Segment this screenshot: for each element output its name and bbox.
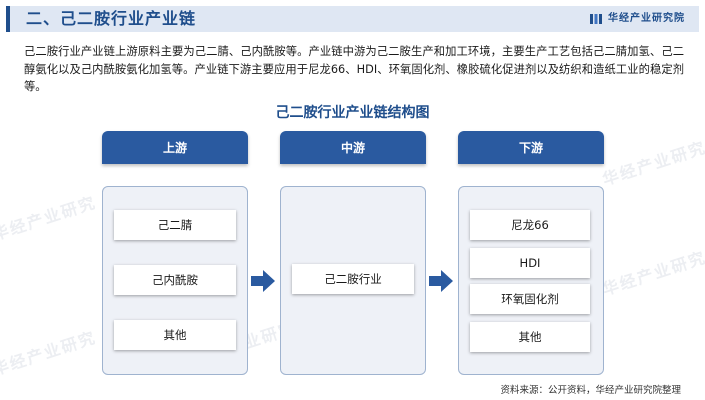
upstream-item: 其他 — [114, 320, 236, 350]
upstream-item: 己二腈 — [114, 210, 236, 240]
watermark: 华经产业研究 — [0, 192, 99, 245]
brand: 华经产业研究院 — [590, 12, 685, 26]
huajing-logo-icon — [590, 14, 602, 24]
intro-paragraph: 己二胺行业产业链上游原料主要为己二腈、己内酰胺等。产业链中游为己二胺生产和加工环… — [24, 45, 684, 93]
downstream-item: 环氧固化剂 — [470, 284, 590, 314]
arrow-right-icon — [429, 270, 453, 292]
arrow-right-icon — [251, 270, 275, 292]
source-note: 资料来源：公开资料，华经产业研究院整理 — [500, 385, 681, 396]
watermark: 华经产业研究 — [0, 327, 99, 380]
stage-header-downstream: 下游 — [458, 131, 604, 164]
brand-name: 华经产业研究院 — [608, 13, 685, 24]
header-accent-bar — [6, 6, 10, 32]
watermark: 华经产业研究 — [600, 247, 705, 300]
upstream-item: 己内酰胺 — [114, 265, 236, 295]
watermark: 华经产业研究 — [600, 137, 705, 190]
section-title: 二、己二胺行业产业链 — [26, 9, 197, 28]
downstream-item: 其他 — [470, 322, 590, 352]
diagram-title: 己二胺行业产业链结构图 — [275, 105, 430, 121]
section-header: 二、己二胺行业产业链 华经产业研究院 — [6, 6, 699, 32]
midstream-item: 己二胺行业 — [292, 264, 414, 294]
downstream-item: HDI — [470, 248, 590, 278]
stage-header-upstream: 上游 — [102, 131, 248, 164]
downstream-item: 尼龙66 — [470, 210, 590, 240]
stage-header-midstream: 中游 — [280, 131, 426, 164]
